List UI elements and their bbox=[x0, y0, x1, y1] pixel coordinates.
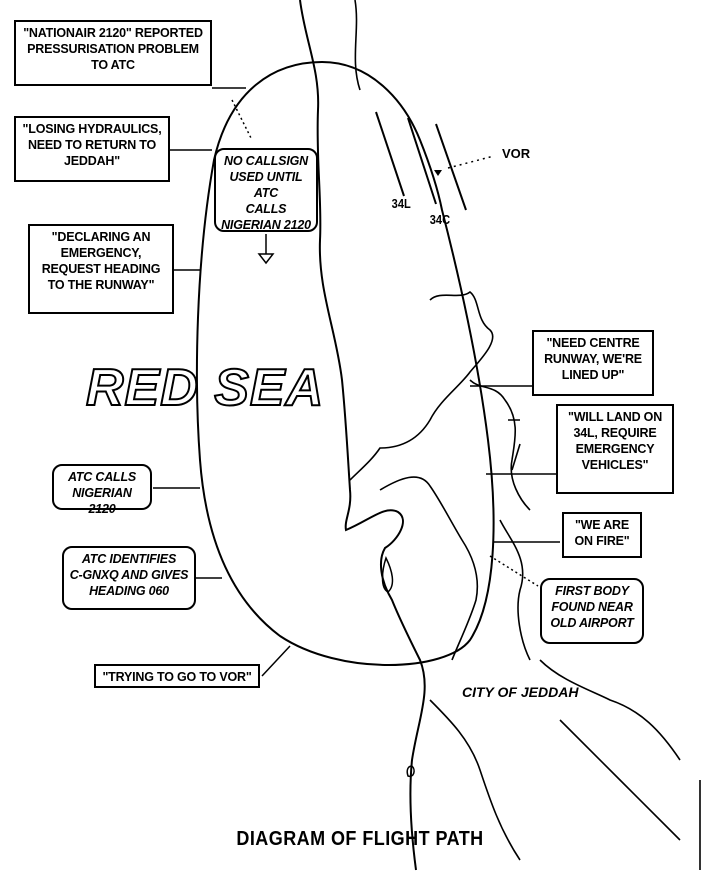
callout-atc-calls: ATC CALLS NIGERIAN 2120 bbox=[52, 464, 152, 516]
runway-34l-label: 34L bbox=[391, 196, 411, 211]
city-label: CITY OF JEDDAH bbox=[462, 684, 579, 700]
callout-on-fire: "WE ARE ON FIRE" bbox=[562, 512, 642, 558]
callout-land-34l: "WILL LAND ON 34L, REQUIRE EMERGENCY VEH… bbox=[556, 404, 674, 494]
coastline bbox=[299, 0, 426, 871]
runway-34l bbox=[375, 111, 405, 197]
callout-trying-vor: "TRYING TO GO TO VOR" bbox=[94, 664, 260, 688]
vor-label: VOR bbox=[502, 146, 531, 161]
diagram-caption: DIAGRAM OF FLIGHT PATH bbox=[236, 828, 484, 850]
callout-leaders bbox=[153, 87, 560, 677]
callout-pressurisation: "NATIONAIR 2120" REPORTED PRESSURISATION… bbox=[14, 20, 212, 86]
callout-declaring-emergency: "DECLARING AN EMERGENCY, REQUEST HEADING… bbox=[28, 224, 174, 314]
runway-34c bbox=[407, 117, 437, 205]
flight-path bbox=[195, 60, 495, 666]
runway-34c-label: 34C bbox=[429, 212, 451, 227]
sea-label: RED SEA bbox=[85, 358, 325, 418]
callout-no-callsign: NO CALLSIGN USED UNTIL ATC CALLS NIGERIA… bbox=[214, 148, 318, 232]
city-coastline bbox=[349, 0, 701, 870]
callout-first-body: FIRST BODY FOUND NEAR OLD AIRPORT bbox=[540, 578, 644, 644]
vor-marker bbox=[434, 170, 442, 176]
heading-arrow-icon bbox=[257, 234, 275, 265]
island bbox=[406, 765, 415, 778]
callout-centre-runway: "NEED CENTRE RUNWAY, WE'RE LINED UP" bbox=[532, 330, 654, 396]
callout-atc-identifies: ATC IDENTIFIES C-GNXQ AND GIVES HEADING … bbox=[62, 546, 196, 610]
vor-leader bbox=[447, 155, 495, 169]
runway-34r bbox=[435, 123, 467, 211]
callout-hydraulics: "LOSING HYDRAULICS, NEED TO RETURN TO JE… bbox=[14, 116, 170, 182]
island bbox=[381, 556, 394, 593]
